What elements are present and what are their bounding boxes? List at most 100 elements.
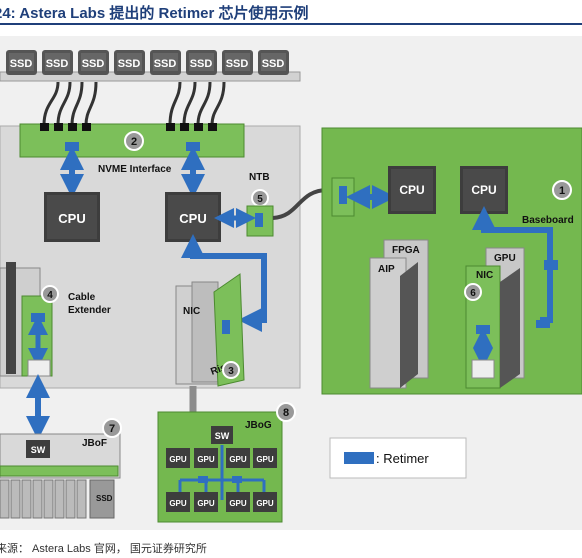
ssd-cables bbox=[42, 81, 226, 126]
nic-label: NIC bbox=[183, 306, 200, 317]
cable-label-1: Cable bbox=[68, 292, 96, 303]
jbog-switch-links bbox=[178, 445, 266, 500]
svg-text:SW: SW bbox=[215, 431, 230, 441]
aip-label: AIP bbox=[378, 264, 395, 275]
nic-connector bbox=[471, 359, 495, 379]
marker-6: 6 bbox=[464, 283, 482, 301]
jbof-board bbox=[0, 465, 119, 477]
gpu-chip: GPU bbox=[166, 448, 190, 468]
marker-4: 4 bbox=[41, 285, 59, 303]
marker-3: 3 bbox=[222, 361, 240, 379]
jbog-label: JBoG bbox=[245, 420, 272, 431]
cpu-label: CPU bbox=[399, 183, 424, 197]
ssd-box: SSD bbox=[258, 50, 289, 75]
svg-text:2: 2 bbox=[131, 136, 137, 148]
nvme-interface-label: NVME Interface bbox=[98, 164, 172, 175]
ssd-label: SSD bbox=[226, 58, 249, 70]
svg-text:SW: SW bbox=[31, 445, 46, 455]
link-arrow-tip bbox=[536, 320, 550, 328]
retimer-chip bbox=[186, 142, 200, 151]
gpu-chip: GPU bbox=[194, 448, 218, 468]
gpu-card-label: GPU bbox=[494, 253, 516, 264]
ssd-box: SSD bbox=[186, 50, 217, 75]
caption-rule bbox=[0, 23, 582, 25]
ssd-label: SSD bbox=[190, 58, 213, 70]
svg-text:7: 7 bbox=[109, 423, 115, 435]
gpu-chip: GPU bbox=[226, 448, 250, 468]
svg-text:GPU: GPU bbox=[197, 499, 215, 508]
cpu-riser-link bbox=[181, 234, 267, 332]
svg-text:GPU: GPU bbox=[256, 455, 274, 464]
svg-text:1: 1 bbox=[559, 185, 565, 197]
ssd-box: SSD bbox=[42, 50, 73, 75]
gpu-chip: GPU bbox=[166, 492, 190, 512]
nic-card-label: NIC bbox=[476, 270, 493, 281]
source-note: 来源： Astera Labs 官网， 国元证券研究所 bbox=[0, 543, 207, 555]
retimer-chip bbox=[65, 142, 79, 151]
sw-chip: SW bbox=[211, 426, 233, 444]
ntb-label: NTB bbox=[249, 172, 270, 183]
retimer-chip bbox=[544, 260, 558, 270]
ssd-box: SSD bbox=[150, 50, 181, 75]
marker-5: 5 bbox=[251, 189, 269, 207]
svg-text:GPU: GPU bbox=[169, 455, 187, 464]
ssd-box: SSD bbox=[6, 50, 37, 75]
svg-text:GPU: GPU bbox=[197, 455, 215, 464]
gpu-chip: GPU bbox=[253, 492, 277, 512]
ssd-row: SSD SSD SSD SSD SSD SSD SSD SSD bbox=[6, 50, 289, 75]
cpu-chip: CPU bbox=[165, 192, 221, 242]
fpga-label: FPGA bbox=[392, 245, 420, 256]
ssd-label: SSD bbox=[10, 58, 33, 70]
cpu-label: CPU bbox=[179, 211, 206, 226]
ntb-cable bbox=[272, 188, 329, 220]
ssd-label: SSD bbox=[154, 58, 177, 70]
marker-8: 8 bbox=[276, 402, 296, 422]
nvme-ports bbox=[40, 123, 217, 131]
retimer-chip bbox=[339, 186, 347, 204]
gpu-chip: GPU bbox=[253, 448, 277, 468]
gpu-chip: GPU bbox=[194, 492, 218, 512]
svg-text:6: 6 bbox=[470, 288, 476, 299]
cpu-chip: CPU bbox=[460, 166, 508, 214]
ssd-box: SSD bbox=[114, 50, 145, 75]
cpu-chip: CPU bbox=[44, 192, 100, 242]
nic-bracket bbox=[191, 281, 219, 383]
baseboard bbox=[321, 127, 582, 395]
retimer-chip bbox=[255, 213, 263, 227]
retimer-chip bbox=[31, 313, 45, 322]
gpu-chip: GPU bbox=[226, 492, 250, 512]
gpu-grid: GPU GPU GPU GPU GPU GPU GPU GPU bbox=[166, 448, 277, 512]
sw-chip: SW bbox=[26, 440, 50, 458]
gpu-slot bbox=[500, 268, 520, 388]
retimer-diagram: SSD SSD SSD SSD SSD SSD SSD SSD 2 NVME I… bbox=[0, 36, 582, 530]
marker-2: 2 bbox=[124, 131, 144, 151]
svg-text:8: 8 bbox=[283, 407, 289, 419]
marker-7: 7 bbox=[102, 418, 122, 438]
svg-text:GPU: GPU bbox=[229, 499, 247, 508]
legend-retimer-label: : Retimer bbox=[376, 451, 429, 466]
cpu-label: CPU bbox=[58, 211, 85, 226]
cable-connector bbox=[27, 359, 51, 377]
svg-text:5: 5 bbox=[257, 194, 263, 205]
jbof-drive-bays bbox=[0, 479, 87, 519]
ssd-box: SSD bbox=[78, 50, 109, 75]
svg-text:GPU: GPU bbox=[169, 499, 187, 508]
ssd-label: SSD bbox=[46, 58, 69, 70]
ssd-label: SSD bbox=[118, 58, 141, 70]
cable-extender-slot bbox=[6, 262, 16, 374]
cpu-chip: CPU bbox=[388, 166, 436, 214]
ssd-label: SSD bbox=[262, 58, 285, 70]
svg-text:GPU: GPU bbox=[229, 455, 247, 464]
retimer-chip bbox=[222, 320, 230, 334]
aip-slot bbox=[400, 262, 418, 388]
figure-caption-text: 24: Astera Labs 提出的 Retimer 芯片使用示例 bbox=[0, 5, 309, 22]
jbof-label: JBoF bbox=[82, 438, 107, 449]
svg-text:3: 3 bbox=[228, 366, 234, 377]
jbog-retimers bbox=[198, 476, 242, 483]
cpu-label: CPU bbox=[471, 183, 496, 197]
cable-label-2: Extender bbox=[68, 305, 111, 316]
jbof-ssd-label: SSD bbox=[96, 494, 113, 503]
baseboard-label: Baseboard bbox=[522, 215, 574, 226]
ssd-box: SSD bbox=[222, 50, 253, 75]
retimer-chip bbox=[476, 325, 490, 334]
